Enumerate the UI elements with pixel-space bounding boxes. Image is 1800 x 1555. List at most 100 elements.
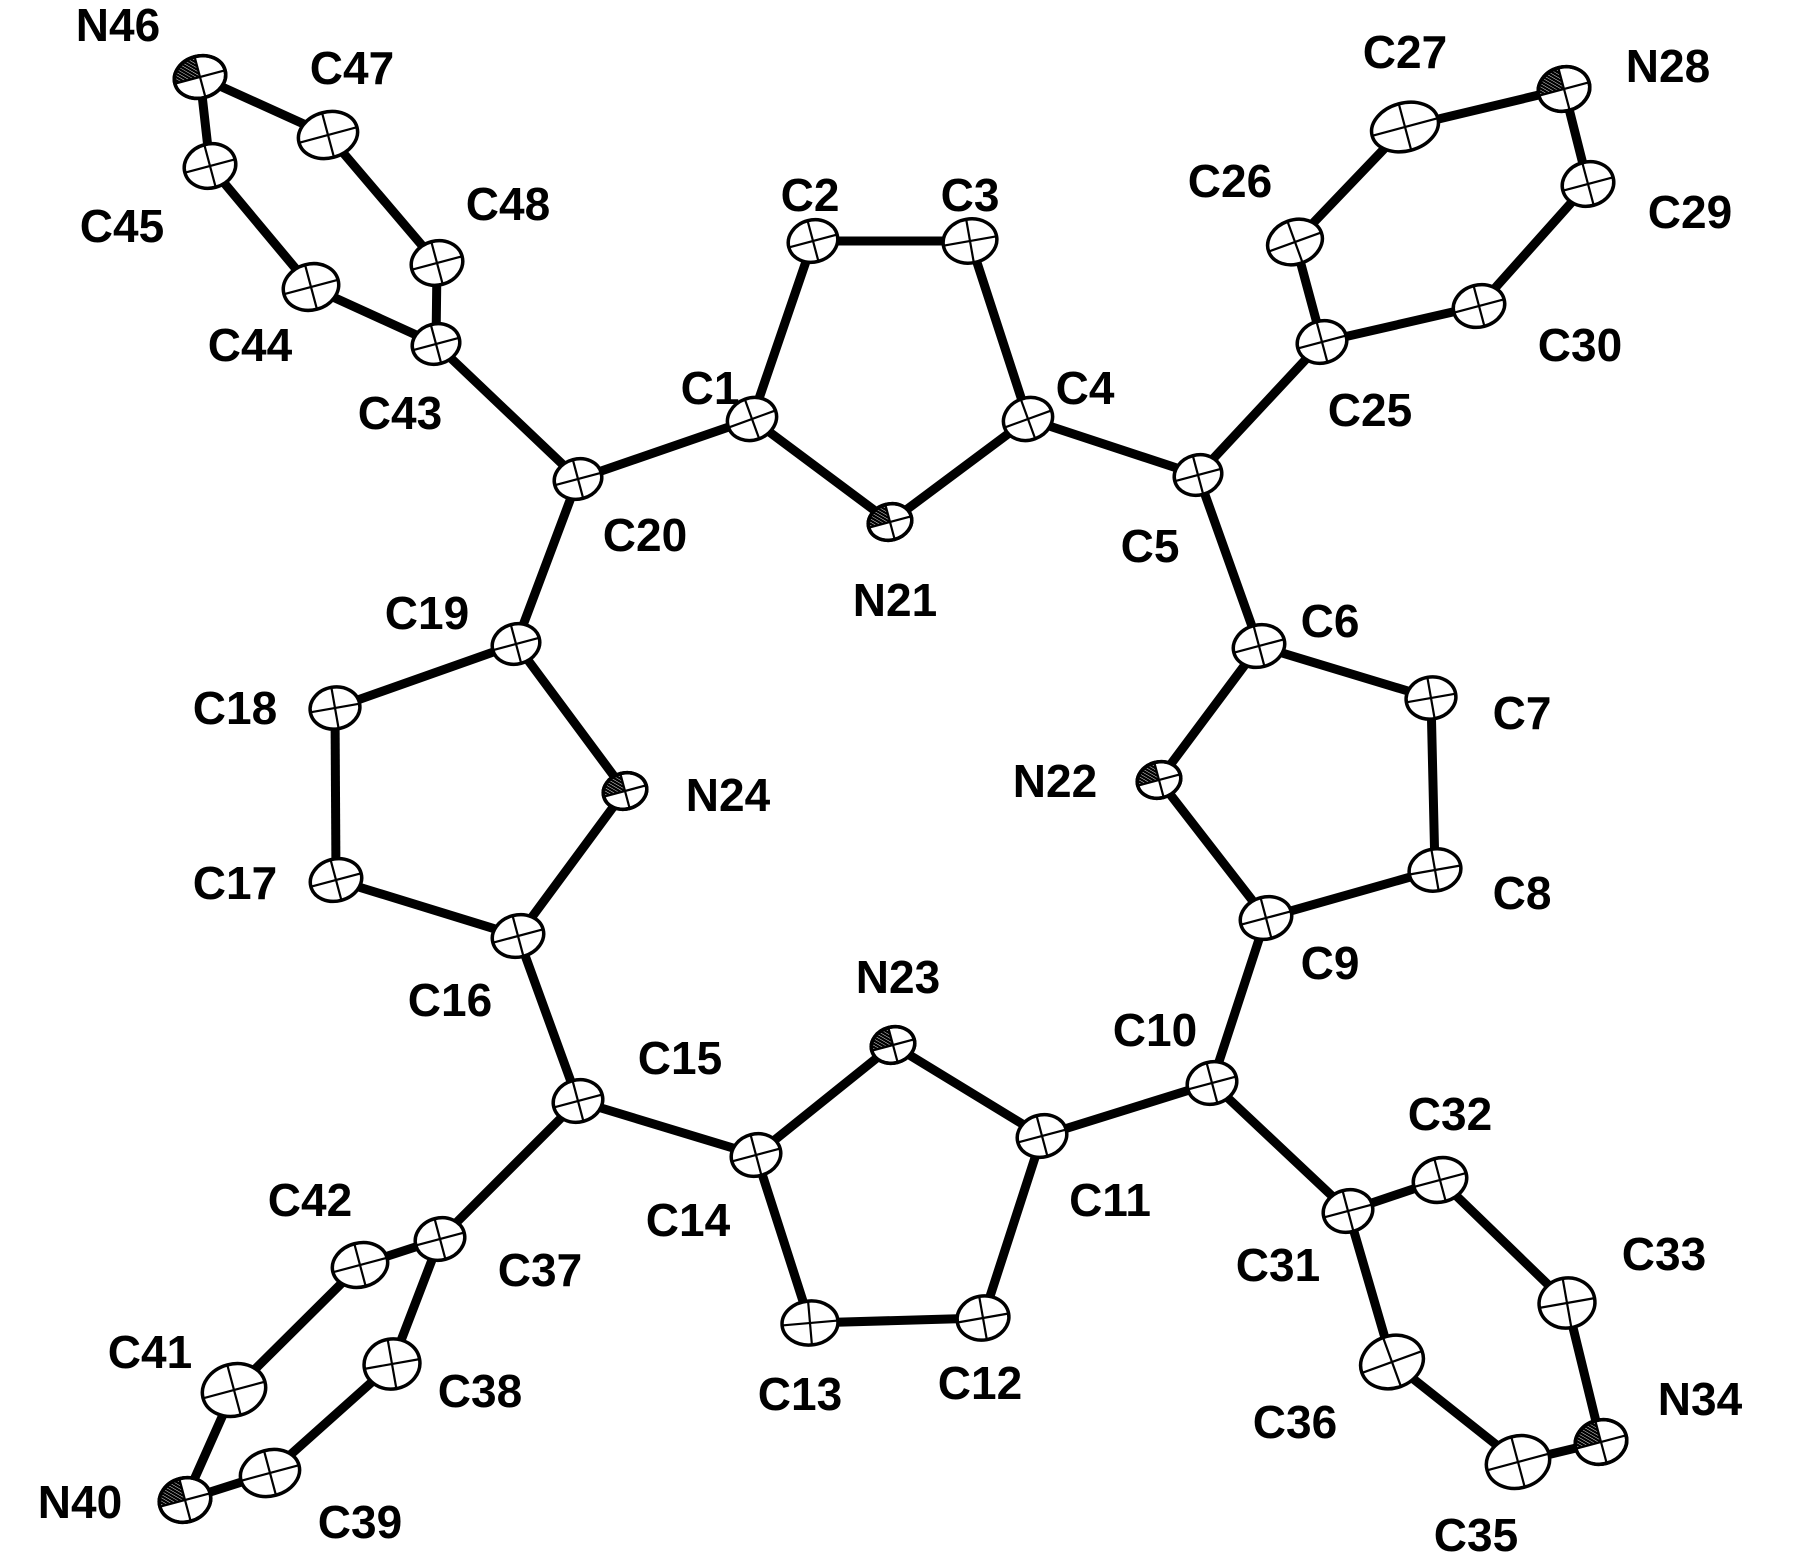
atom-c26 [1265, 217, 1325, 267]
atom-c5 [1172, 452, 1224, 498]
atom-label-c35: C35 [1434, 1509, 1518, 1555]
atom-c25 [1295, 318, 1349, 366]
atom-c33 [1537, 1276, 1597, 1330]
bond-n22-c6 [1154, 641, 1264, 785]
atom-c30 [1451, 282, 1507, 330]
atom-label-n28: N28 [1626, 40, 1710, 92]
atom-c18 [308, 685, 362, 731]
bond-c32-c33 [1435, 1175, 1572, 1308]
bond-c5-c6 [1193, 470, 1264, 651]
bond-c11-c12 [978, 1131, 1047, 1323]
bond-n21-c1 [747, 414, 895, 527]
atom-label-c33: C33 [1622, 1228, 1706, 1280]
atom-c3 [941, 217, 999, 265]
atom-c15 [551, 1077, 605, 1125]
bond-c8-c9 [1261, 865, 1440, 923]
atom-label-c20: C20 [603, 509, 687, 561]
atom-c35 [1484, 1433, 1552, 1491]
bond-n23-c11 [888, 1040, 1047, 1141]
bond-c47-c48 [323, 130, 442, 268]
atom-label-n23: N23 [856, 951, 940, 1003]
bond-c13-c14 [751, 1150, 815, 1328]
atom-label-n24: N24 [686, 769, 771, 821]
bond-c15-c37 [435, 1096, 583, 1244]
atom-label-c9: C9 [1301, 937, 1360, 989]
atom-c42 [330, 1240, 390, 1290]
atom-c47 [296, 109, 360, 161]
atom-c20 [552, 456, 604, 502]
atoms-layer [154, 53, 1629, 1525]
bond-c9-n22 [1154, 775, 1271, 923]
bond-c17-c18 [330, 703, 341, 885]
atom-c32 [1411, 1155, 1469, 1205]
atom-label-c36: C36 [1253, 1396, 1337, 1448]
bond-c10-c31 [1207, 1078, 1353, 1216]
bond-c1-c20 [573, 414, 757, 484]
atom-label-c48: C48 [466, 178, 550, 230]
atom-c39 [238, 1447, 302, 1499]
atom-c29 [1560, 159, 1616, 209]
bond-c9-c10 [1207, 913, 1271, 1088]
bond-c29-c30 [1474, 179, 1593, 311]
atom-c10 [1185, 1059, 1239, 1107]
atom-c48 [409, 238, 465, 288]
bond-c6-c7 [1254, 641, 1436, 703]
atom-label-c30: C30 [1538, 319, 1622, 371]
atom-c45 [182, 141, 238, 191]
atom-label-c32: C32 [1408, 1088, 1492, 1140]
atom-label-c3: C3 [941, 169, 1000, 221]
bond-c4-c5 [1023, 414, 1203, 480]
bond-c44-c45 [205, 161, 316, 292]
atom-c12 [955, 1294, 1011, 1342]
atom-label-c16: C16 [408, 974, 492, 1026]
atom-label-c8: C8 [1493, 867, 1552, 919]
atom-label-c37: C37 [498, 1244, 582, 1296]
bond-c7-c8 [1426, 693, 1440, 875]
atom-c11 [1015, 1112, 1069, 1160]
atom-label-c47: C47 [310, 42, 394, 94]
atom-label-c18: C18 [193, 682, 277, 734]
atom-c4 [1001, 395, 1055, 443]
bond-c19-c20 [511, 474, 583, 649]
atom-c8 [1407, 847, 1463, 893]
atom-label-c26: C26 [1188, 155, 1272, 207]
bond-c1-c2 [747, 236, 818, 424]
atom-c27 [1369, 100, 1441, 154]
atom-c16 [490, 912, 546, 960]
atom-label-c5: C5 [1121, 520, 1180, 572]
atom-label-c25: C25 [1328, 384, 1412, 436]
atom-c44 [281, 261, 341, 313]
atom-c9 [1238, 894, 1294, 942]
atom-label-c42: C42 [268, 1174, 352, 1226]
atom-label-n21: N21 [853, 574, 937, 626]
bonds-layer [180, 72, 1606, 1505]
atom-c31 [1321, 1187, 1375, 1235]
atom-label-c29: C29 [1648, 186, 1732, 238]
atom-n46 [169, 53, 228, 101]
atom-c17 [308, 856, 364, 904]
atom-label-c19: C19 [385, 587, 469, 639]
atom-label-n34: N34 [1658, 1373, 1743, 1425]
atom-c2 [786, 217, 840, 265]
bond-c20-c43 [431, 339, 583, 484]
atom-label-c12: C12 [938, 1357, 1022, 1409]
bond-c5-c25 [1193, 337, 1327, 480]
atom-label-c17: C17 [193, 857, 277, 909]
bond-c4-n21 [885, 414, 1033, 527]
atom-c7 [1404, 675, 1458, 721]
atom-c14 [729, 1131, 783, 1179]
atom-c41 [200, 1361, 268, 1419]
atom-n28 [1533, 64, 1592, 114]
atom-c43 [410, 321, 462, 367]
atom-label-c44: C44 [208, 319, 293, 371]
atom-n22 [1133, 759, 1183, 801]
atom-label-c27: C27 [1363, 26, 1447, 78]
atom-label-c6: C6 [1301, 595, 1360, 647]
bond-c10-c11 [1037, 1078, 1217, 1141]
atom-c37 [413, 1215, 467, 1263]
atom-n34 [1570, 1417, 1629, 1467]
bond-c18-c19 [330, 639, 521, 713]
atom-label-c31: C31 [1236, 1239, 1320, 1291]
